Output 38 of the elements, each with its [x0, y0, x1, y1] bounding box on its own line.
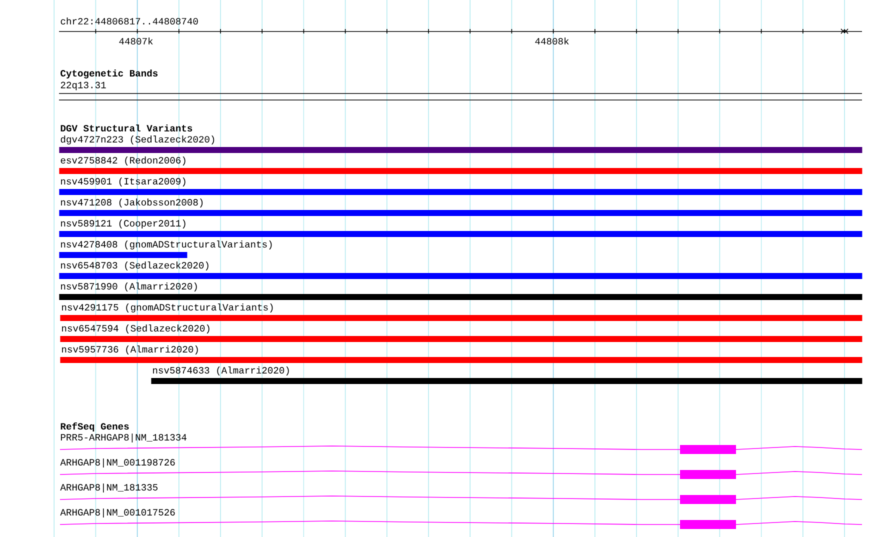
node-label: ARHGAP8|NM_001198726: [60, 458, 175, 468]
variant-bar: nsv459901 (Itsara2009): [59, 178, 862, 195]
variant-bar: nsv4291175 (gnomADStructuralVariants): [60, 304, 862, 321]
tick-label: 44808k: [535, 37, 569, 45]
variant-bar: nsv5957736 (Almarri2020): [60, 346, 862, 363]
variant-bar: nsv589121 (Cooper2011): [59, 220, 862, 237]
node-label: dgv4727n223 (Sedlazeck2020): [60, 136, 214, 144]
node-label: nsv6548703 (Sedlazeck2020): [61, 262, 208, 270]
node-label: ARHGAP8|NM_181335: [60, 484, 158, 492]
track-heading: DGV Structural Variants: [60, 124, 192, 132]
node-label: nsv4291175 (gnomADStructuralVariants): [62, 304, 273, 312]
coordinate-title: chr22:44806817..44808740: [60, 17, 198, 25]
variant-bar: nsv471208 (Jakobsson2008): [59, 198, 862, 216]
variant-bar: nsv5874633 (Almarri2020): [151, 366, 862, 384]
node-label: PRR5-ARHGAP8|NM_181334: [60, 434, 186, 442]
tick-label: 44807k: [119, 37, 153, 45]
node-label: esv2758842 (Redon2006): [60, 156, 186, 166]
node-label: nsv4278408 (gnomADStructuralVariants): [61, 240, 272, 250]
variant-bar: nsv4278408 (gnomADStructuralVariants): [59, 240, 272, 258]
track-heading: RefSeq Genes: [60, 422, 129, 432]
node-label: nsv5871990 (Almarri2020): [61, 282, 197, 292]
node-label: nsv459901 (Itsara2009): [61, 178, 186, 186]
gene-track: ARHGAP8|NM_001198726: [60, 458, 862, 479]
variant-bar: nsv6547594 (Sedlazeck2020): [60, 324, 862, 342]
gene-track: ARHGAP8|NM_001017526: [60, 508, 862, 529]
variant-bar: nsv5871990 (Almarri2020): [59, 282, 862, 300]
node-label: nsv471208 (Jakobsson2008): [61, 198, 203, 208]
gene-track: ARHGAP8|NM_181335: [60, 484, 862, 504]
node-label: nsv5957736 (Almarri2020): [62, 346, 198, 354]
node-label: nsv589121 (Cooper2011): [61, 220, 186, 228]
cytoband: 22q13.31: [58, 82, 862, 100]
variant-bar: esv2758842 (Redon2006): [59, 156, 862, 174]
variant-bar: dgv4727n223 (Sedlazeck2020): [59, 136, 862, 153]
gene-track: PRR5-ARHGAP8|NM_181334: [60, 434, 862, 454]
variant-bar: nsv6548703 (Sedlazeck2020): [59, 262, 862, 279]
node-label: nsv5874633 (Almarri2020): [153, 366, 289, 376]
node-label: ARHGAP8|NM_001017526: [60, 508, 175, 518]
node-label: nsv6547594 (Sedlazeck2020): [62, 324, 210, 334]
